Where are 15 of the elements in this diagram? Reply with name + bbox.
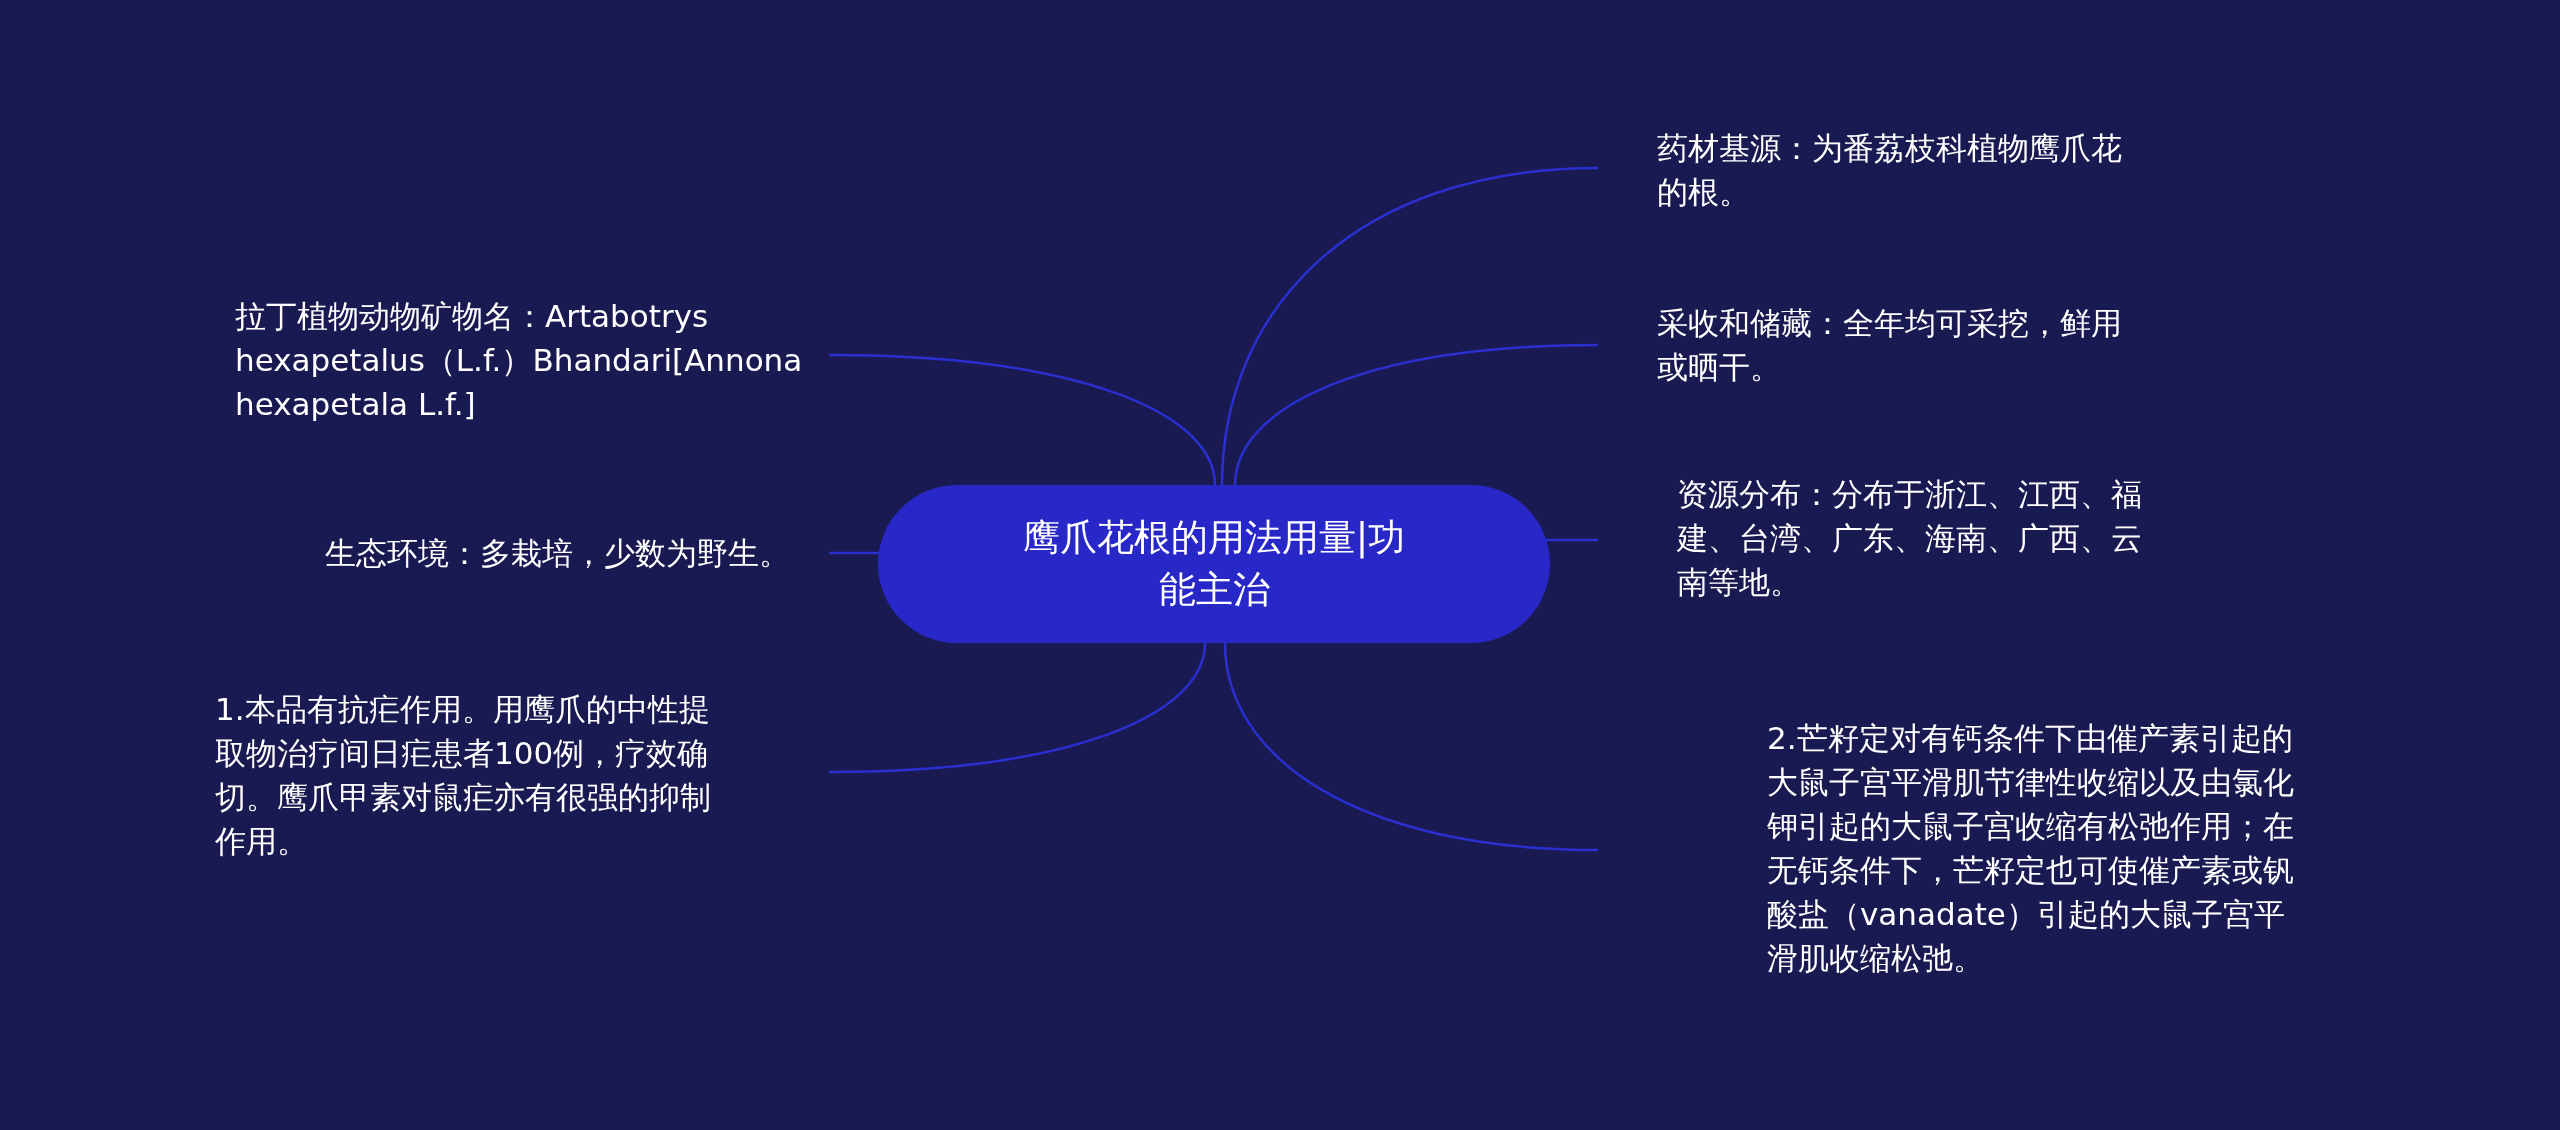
branch-text: 拉丁植物动物矿物名：Artabotrys hexapetalus（L.f.）Bhandari[Annona hexapetala L.f.] xyxy=(225,290,830,430)
branch-line xyxy=(1220,166,1599,486)
branch-text: 药材基源：为番荔枝科植物鹰爪花的根。 xyxy=(1597,125,2197,215)
branch-text: 2.芒籽定对有钙条件下由催产素引起的大鼠子宫平滑肌节律性收缩以及由氯化钾引起的大鼠子宫收缩有松弛作用；在无钙条件下，芒籽定也可使催产素或钒酸盐（vanadate）引起的大鼠子宫平滑肌收缩松弛。 xyxy=(1597,693,2337,1003)
branch-text: 1.本品有抗疟作用。用鹰爪的中性提取物治疗间日疟患者100例，疗效确切。鹰爪甲素对鼠疟亦有很强的抑制作用。 xyxy=(205,685,830,865)
branch-line xyxy=(828,642,1207,774)
branch-line xyxy=(829,551,880,555)
branch-line xyxy=(1223,642,1599,852)
branch-text: 采收和储藏：全年均可采挖，鲜用或晒干。 xyxy=(1597,300,2197,390)
branch-text: 资源分布：分布于浙江、江西、福建、台湾、广东、海南、广西、云南等地。 xyxy=(1597,470,2197,605)
branch-line xyxy=(1233,343,1599,486)
branch-line xyxy=(828,353,1217,486)
branch-text: 生态环境：多栽培，少数为野生。 xyxy=(245,508,830,598)
branch-line xyxy=(1545,538,1598,542)
central-topic: 鹰爪花根的用法用量|功能主治 xyxy=(878,485,1550,643)
